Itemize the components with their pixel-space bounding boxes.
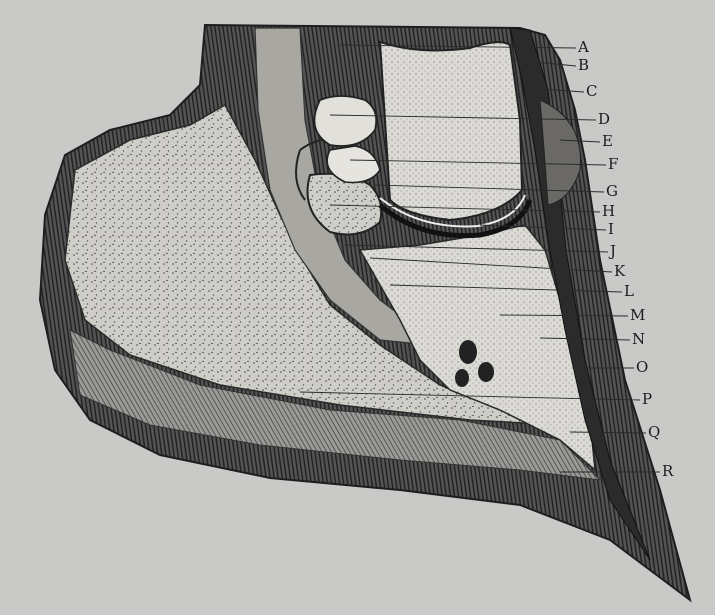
label-l: L <box>624 282 634 300</box>
label-c: C <box>586 82 597 100</box>
bone-foramen <box>459 340 477 364</box>
label-r: R <box>662 462 674 480</box>
label-q: Q <box>648 423 660 441</box>
label-a: A <box>577 38 589 56</box>
label-o: O <box>636 358 648 376</box>
label-f: F <box>608 155 618 173</box>
short-pastern-bone <box>380 42 522 220</box>
label-d: D <box>598 110 610 128</box>
label-g: G <box>606 182 618 200</box>
label-i: I <box>608 220 614 238</box>
label-e: E <box>602 132 613 150</box>
label-p: P <box>642 390 652 408</box>
label-k: K <box>614 262 626 280</box>
synovial-sac <box>314 96 376 146</box>
label-h: H <box>602 202 615 220</box>
bone-foramen <box>455 369 469 387</box>
label-m: M <box>630 306 645 324</box>
label-j: J <box>608 242 616 260</box>
label-n: N <box>632 330 645 348</box>
bone-foramen <box>478 362 494 382</box>
label-b: B <box>578 56 589 74</box>
